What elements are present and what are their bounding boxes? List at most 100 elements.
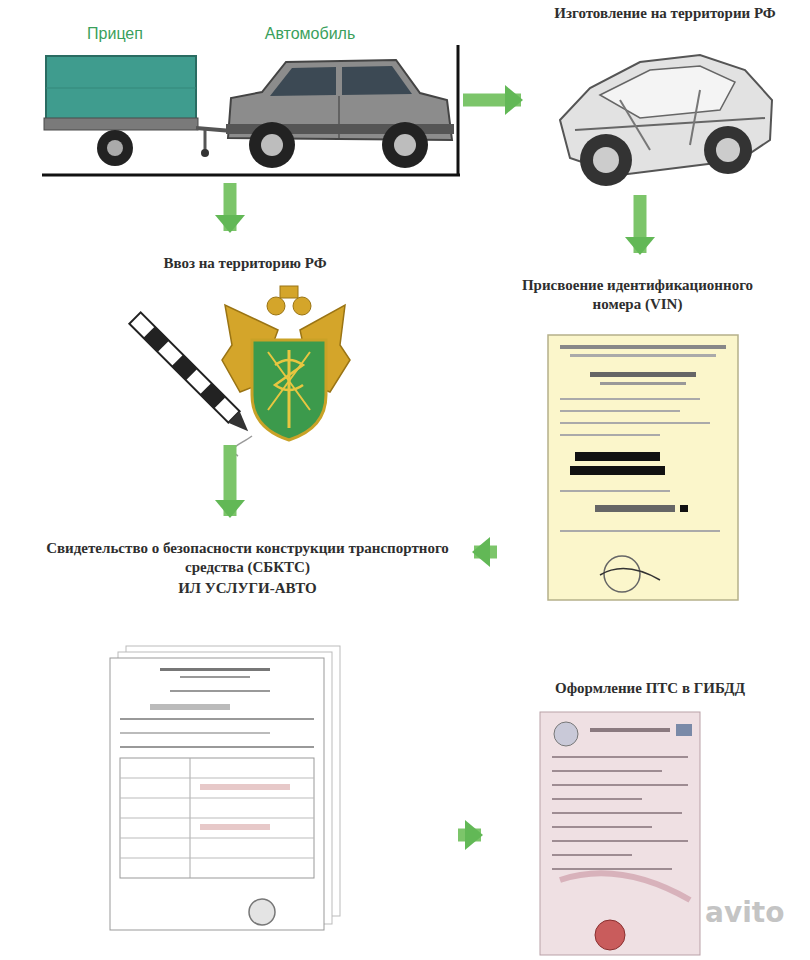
process-step: Ввоз на территорию РФ bbox=[120, 250, 370, 442]
pts-document-part bbox=[552, 826, 652, 828]
chassis-picture-part bbox=[690, 90, 700, 145]
pts-document-part bbox=[552, 798, 642, 800]
flow-arrow bbox=[224, 445, 237, 516]
sbkts-documents-part bbox=[120, 758, 314, 878]
sbkts-documents-part bbox=[200, 784, 290, 790]
vin-document-part bbox=[600, 569, 660, 580]
pts-document bbox=[540, 712, 700, 955]
sbkts-documents-part bbox=[200, 824, 270, 830]
vehicle-label: Автомобиль bbox=[210, 24, 410, 44]
pts-document-part bbox=[590, 728, 670, 732]
pts-document-part bbox=[552, 756, 688, 758]
vin-document-part bbox=[560, 490, 670, 492]
sbkts-documents-part bbox=[120, 818, 314, 819]
vin-document-part bbox=[560, 345, 726, 349]
vin-document-part bbox=[575, 452, 660, 461]
border-post-pen-part-part bbox=[172, 355, 197, 380]
vin-document-part bbox=[570, 354, 716, 357]
customs-emblem-part bbox=[275, 360, 303, 390]
pts-document-part bbox=[552, 770, 662, 772]
flow-arrow bbox=[634, 195, 647, 253]
pts-document-part bbox=[560, 873, 690, 900]
car-picture-part bbox=[342, 66, 412, 95]
car-picture-part bbox=[261, 134, 283, 156]
pts-document-part bbox=[540, 712, 700, 955]
vin-document-part bbox=[548, 335, 738, 600]
sbkts-documents-part bbox=[120, 838, 314, 839]
pts-document-part bbox=[676, 724, 692, 736]
step-heading: Свидетельство о безопасности конструкции… bbox=[44, 539, 451, 577]
flow-arrow bbox=[474, 546, 497, 559]
chassis-picture bbox=[560, 55, 772, 186]
chassis-picture-part bbox=[600, 66, 735, 118]
pts-document-part bbox=[552, 812, 682, 814]
vehicle-group: Прицеп Автомобиль bbox=[40, 20, 460, 180]
trailer-picture-part bbox=[44, 118, 198, 130]
trailer-picture-part bbox=[107, 140, 123, 156]
vin-document-part bbox=[570, 466, 665, 475]
flow-arrow bbox=[224, 183, 237, 231]
step-heading: Присвоение идентификационного номера (VI… bbox=[504, 276, 771, 314]
vin-document-part bbox=[560, 398, 700, 400]
chassis-picture-part bbox=[716, 138, 740, 162]
sbkts-documents-part bbox=[120, 798, 314, 799]
border-post-pen-part-part bbox=[228, 411, 253, 436]
vin-document-part bbox=[590, 372, 696, 377]
car-picture-part bbox=[249, 122, 295, 168]
sbkts-documents-part bbox=[110, 658, 324, 930]
car-picture bbox=[226, 60, 454, 168]
customs-emblem-part bbox=[293, 297, 311, 315]
vin-document-part bbox=[560, 410, 680, 412]
flow-arrow bbox=[463, 94, 521, 107]
process-step: Присвоение идентификационного номера (VI… bbox=[500, 272, 775, 602]
watermark: avito bbox=[705, 896, 784, 929]
step-heading: Изготовление на территории РФ bbox=[544, 4, 786, 23]
vin-document-part bbox=[600, 382, 686, 385]
vin-document-part bbox=[595, 505, 675, 512]
vin-document bbox=[548, 335, 738, 600]
pts-document-part bbox=[595, 920, 625, 950]
customs-emblem-part bbox=[252, 340, 326, 440]
sbkts-documents-part bbox=[160, 668, 270, 671]
chassis-picture-part bbox=[593, 147, 619, 173]
customs-emblem-part bbox=[280, 286, 298, 298]
ground-line bbox=[42, 45, 460, 175]
trailer-picture-part bbox=[46, 56, 196, 120]
sbkts-documents-part bbox=[150, 704, 230, 710]
car-picture-part bbox=[382, 122, 428, 168]
sbkts-documents-part bbox=[249, 899, 275, 925]
sbkts-documents-part bbox=[180, 676, 250, 678]
ground-line-part bbox=[42, 174, 460, 177]
chassis-picture-part bbox=[704, 126, 752, 174]
border-post-pen-part-part bbox=[129, 312, 239, 422]
pts-document-part bbox=[552, 840, 688, 842]
pts-document-part bbox=[552, 868, 672, 870]
sbkts-documents-part bbox=[120, 858, 314, 859]
trailer-picture-part bbox=[97, 130, 133, 166]
vin-document-part bbox=[560, 434, 660, 436]
process-step: Свидетельство о безопасности конструкции… bbox=[40, 535, 455, 935]
trailer-picture-part bbox=[201, 149, 209, 157]
sbkts-documents-part bbox=[120, 778, 314, 779]
border-post-pen-part-part bbox=[143, 326, 168, 351]
pts-document-part bbox=[554, 722, 578, 746]
trailer-picture-part bbox=[204, 129, 207, 150]
sbkts-documents-part bbox=[120, 746, 314, 748]
vin-document-part bbox=[560, 530, 720, 532]
pts-document-part bbox=[552, 784, 688, 786]
customs-emblem-part bbox=[268, 352, 310, 410]
trailer-picture-part bbox=[46, 88, 196, 89]
sbkts-documents-part bbox=[170, 690, 270, 692]
process-step: Изготовление на территории РФ bbox=[540, 0, 790, 192]
step-heading: Оформление ПТС в ГИБДД bbox=[504, 679, 796, 698]
sbkts-documents-part bbox=[120, 718, 314, 720]
vin-document-part bbox=[680, 505, 688, 512]
sbkts-documents-part bbox=[120, 732, 270, 734]
sbkts-documents bbox=[110, 646, 340, 930]
vehicle-label: Прицеп bbox=[50, 24, 180, 44]
car-picture-part bbox=[270, 67, 336, 96]
step-note: ИЛ УСЛУГИ-АВТО bbox=[44, 579, 451, 598]
